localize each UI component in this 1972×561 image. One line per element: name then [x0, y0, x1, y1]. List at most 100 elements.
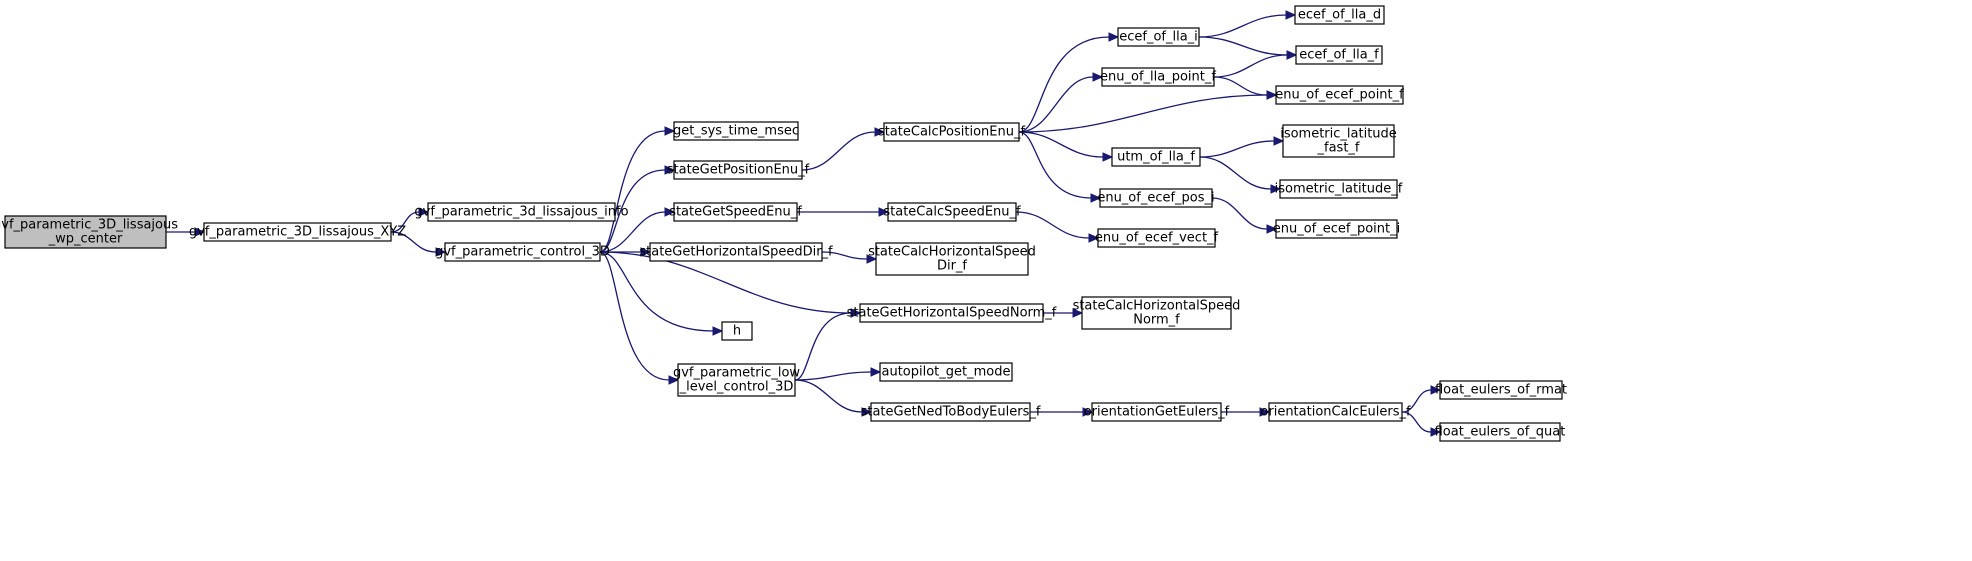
node-label-h-0: h [733, 324, 741, 339]
node-getspeedenu[interactable]: stateGetSpeedEnu_f [669, 202, 802, 222]
node-label-xyz-0: gvf_parametric_3D_lissajous_XYZ [189, 225, 406, 240]
node-xyz[interactable]: gvf_parametric_3D_lissajous_XYZ [189, 222, 406, 242]
node-enuecefpointi[interactable]: enu_of_ecef_point_i [1273, 219, 1401, 239]
node-label-gethspeeddir-0: stateGetHorizontalSpeedDir_f [639, 245, 833, 260]
node-box-enullapoint[interactable] [1101, 67, 1215, 87]
node-box-ecefllai[interactable] [1117, 27, 1200, 47]
edge-calcspeedenu-to-enuecefvect [1015, 211, 1090, 239]
node-label-ecefllai-0: ecef_of_lla_i [1119, 30, 1198, 45]
node-enuecefposi[interactable]: enu_of_ecef_pos_i [1097, 188, 1215, 208]
node-label-control3d-0: gvf_parametric_control_3D [435, 245, 610, 260]
node-box-systime[interactable] [673, 121, 799, 141]
node-box-control3d[interactable] [444, 242, 601, 262]
node-box-eceflla_f[interactable] [1295, 45, 1383, 65]
node-box-calchspeednorm[interactable] [1081, 296, 1232, 330]
node-systime[interactable]: get_sys_time_msec [673, 121, 799, 141]
node-calcposenu[interactable]: stateCalcPositionEnu_f [878, 122, 1026, 142]
node-control3d[interactable]: gvf_parametric_control_3D [435, 242, 610, 262]
node-box-isolat[interactable] [1279, 179, 1398, 199]
node-orientcalc[interactable]: orientationCalcEulers_f [1260, 402, 1411, 422]
node-eulersrmat[interactable]: float_eulers_of_rmat [1435, 380, 1567, 400]
node-box-root[interactable] [4, 215, 167, 249]
arrowhead-calcposenu-to-enullapoint [1092, 72, 1104, 82]
node-box-ecefllad[interactable] [1294, 5, 1385, 25]
node-box-apmode[interactable] [879, 362, 1013, 382]
arrowhead-gethspeeddir-to-calchspeeddir [866, 254, 878, 264]
node-box-enuecefpointi[interactable] [1275, 219, 1398, 239]
node-enullapoint[interactable]: enu_of_lla_point_f [1100, 67, 1216, 87]
node-box-getnedbody[interactable] [870, 402, 1031, 422]
arrowhead-utmlla-to-isolatfast [1273, 136, 1285, 146]
arrowhead-control3d-to-h [712, 326, 724, 336]
node-getnedbody[interactable]: stateGetNedToBodyEulers_f [861, 402, 1041, 422]
node-label-orientcalc-0: orientationCalcEulers_f [1260, 405, 1411, 420]
node-isolat[interactable]: isometric_latitude_f [1275, 179, 1403, 199]
node-orientget[interactable]: orientationGetEulers_f [1084, 402, 1230, 422]
edge-ecefllai-to-ecefllad [1198, 14, 1287, 38]
arrowhead-calcposenu-to-ecefllai [1108, 32, 1120, 42]
node-box-calcposenu[interactable] [883, 122, 1020, 142]
node-box-gethspeednorm[interactable] [859, 303, 1044, 323]
node-box-eulersquat[interactable] [1439, 422, 1561, 442]
arrowhead-root-to-xyz [194, 227, 206, 237]
node-box-gethspeeddir[interactable] [649, 242, 823, 262]
node-box-getspeedenu[interactable] [673, 202, 798, 222]
node-box-utmlla[interactable] [1111, 147, 1201, 167]
node-box-orientget[interactable] [1091, 402, 1222, 422]
arrowhead-lowlevel-to-apmode [870, 367, 882, 377]
node-ecefllai[interactable]: ecef_of_lla_i [1117, 27, 1200, 47]
node-eceflla_f[interactable]: ecef_of_lla_f [1295, 45, 1383, 65]
arrowhead-xyz-to-info [418, 207, 430, 217]
arrowhead-ecefllai-to-ecefllad [1285, 10, 1297, 20]
node-calcspeedenu[interactable]: stateCalcSpeedEnu_f [883, 202, 1021, 222]
node-getposenu[interactable]: stateGetPositionEnu_f [667, 160, 810, 180]
arrowhead-orientget-to-orientcalc [1259, 407, 1271, 417]
node-label-root-0: gvf_parametric_3D_lissajous [0, 218, 178, 233]
node-isolatfast[interactable]: isometric_latitude_fast_f [1280, 124, 1397, 158]
node-apmode[interactable]: autopilot_get_mode [879, 362, 1013, 382]
arrowhead-control3d-to-getspeedenu [664, 207, 676, 217]
node-box-enuecefpointf[interactable] [1275, 85, 1404, 105]
node-box-calcspeedenu[interactable] [887, 202, 1017, 222]
node-box-enuecefposi[interactable] [1099, 188, 1213, 208]
node-box-enuecefvect[interactable] [1097, 228, 1216, 248]
node-label-systime-0: get_sys_time_msec [673, 124, 799, 139]
node-eulersquat[interactable]: float_eulers_of_quat [1435, 422, 1566, 442]
node-label-enuecefposi-0: enu_of_ecef_pos_i [1097, 191, 1214, 206]
node-box-xyz[interactable] [203, 222, 392, 242]
node-box-h[interactable] [721, 321, 753, 341]
edges-layer [165, 10, 1442, 437]
node-gethspeeddir[interactable]: stateGetHorizontalSpeedDir_f [639, 242, 833, 262]
node-box-info[interactable] [427, 202, 616, 222]
edge-utmlla-to-isolatfast [1199, 140, 1275, 158]
node-enuecefpointf[interactable]: enu_of_ecef_point_f [1275, 85, 1404, 105]
node-utmlla[interactable]: utm_of_lla_f [1111, 147, 1201, 167]
node-box-eulersrmat[interactable] [1439, 380, 1563, 400]
node-box-getposenu[interactable] [673, 160, 803, 180]
edge-control3d-to-getspeedenu [599, 211, 666, 253]
edge-control3d-to-gethspeednorm [599, 251, 852, 314]
node-gethspeednorm[interactable]: stateGetHorizontalSpeedNorm_f [847, 303, 1057, 323]
node-enuecefvect[interactable]: enu_of_ecef_vect_f [1095, 228, 1219, 248]
node-label-calcposenu-0: stateCalcPositionEnu_f [878, 125, 1026, 140]
node-box-lowlevel[interactable] [677, 363, 796, 397]
edge-ecefllai-to-eceflla_f [1198, 36, 1288, 56]
node-box-isolatfast[interactable] [1282, 124, 1395, 158]
edge-calcposenu-to-utmlla [1018, 131, 1104, 158]
node-ecefllad[interactable]: ecef_of_lla_d [1294, 5, 1385, 25]
arrowhead-utmlla-to-isolat [1270, 184, 1282, 194]
arrowhead-enullapoint-to-enuecefpointf [1266, 90, 1278, 100]
edge-lowlevel-to-apmode [794, 371, 872, 381]
node-h[interactable]: h [721, 321, 753, 341]
node-label-apmode-0: autopilot_get_mode [882, 365, 1011, 380]
node-lowlevel[interactable]: gvf_parametric_low_level_control_3D [673, 363, 800, 397]
node-box-orientcalc[interactable] [1268, 402, 1403, 422]
node-info[interactable]: gvf_parametric_3d_lissajous_info [414, 202, 629, 222]
node-box-calchspeeddir[interactable] [875, 242, 1029, 276]
arrowhead-lowlevel-to-getnedbody [861, 407, 873, 417]
node-root[interactable]: gvf_parametric_3D_lissajous_wp_center [0, 215, 178, 249]
node-label-isolatfast-0: isometric_latitude [1280, 127, 1397, 142]
